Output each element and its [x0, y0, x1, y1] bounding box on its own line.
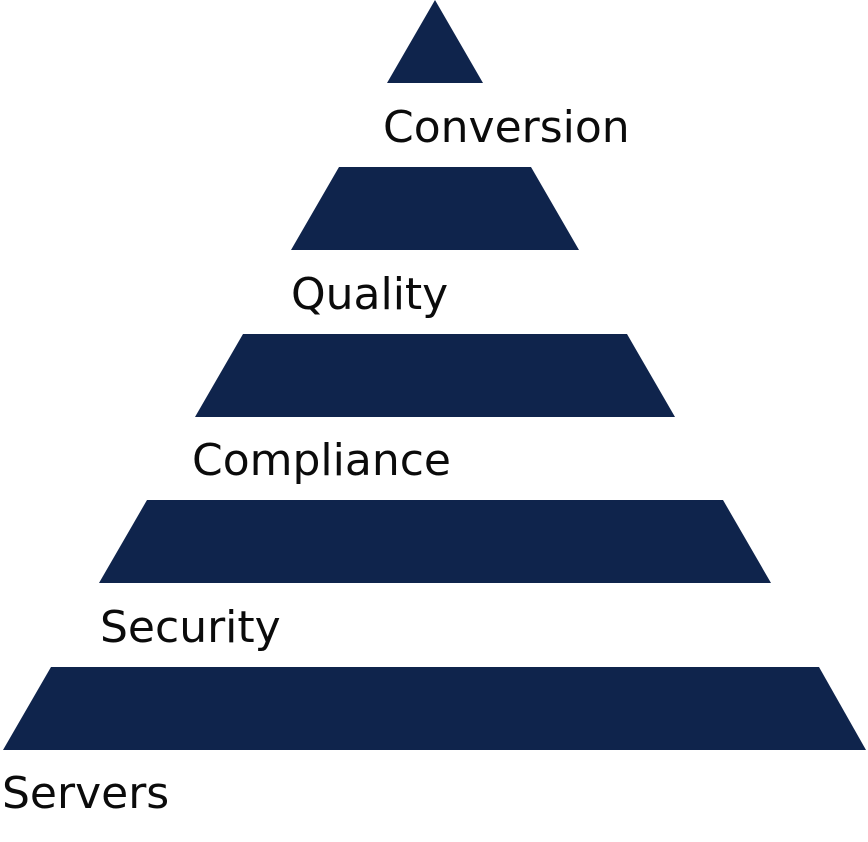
tier-label-compliance: Compliance — [192, 435, 451, 486]
tier-label-security: Security — [100, 602, 281, 653]
tier-label-servers: Servers — [2, 768, 169, 819]
tier-shape-compliance — [195, 334, 675, 417]
tier-label-conversion: Conversion — [383, 102, 630, 153]
tier-label-quality: Quality — [291, 269, 448, 320]
tier-shape-conversion — [387, 0, 483, 83]
tier-shape-security — [99, 500, 771, 583]
tier-shape-servers — [3, 667, 866, 750]
tier-shape-quality — [291, 167, 579, 250]
